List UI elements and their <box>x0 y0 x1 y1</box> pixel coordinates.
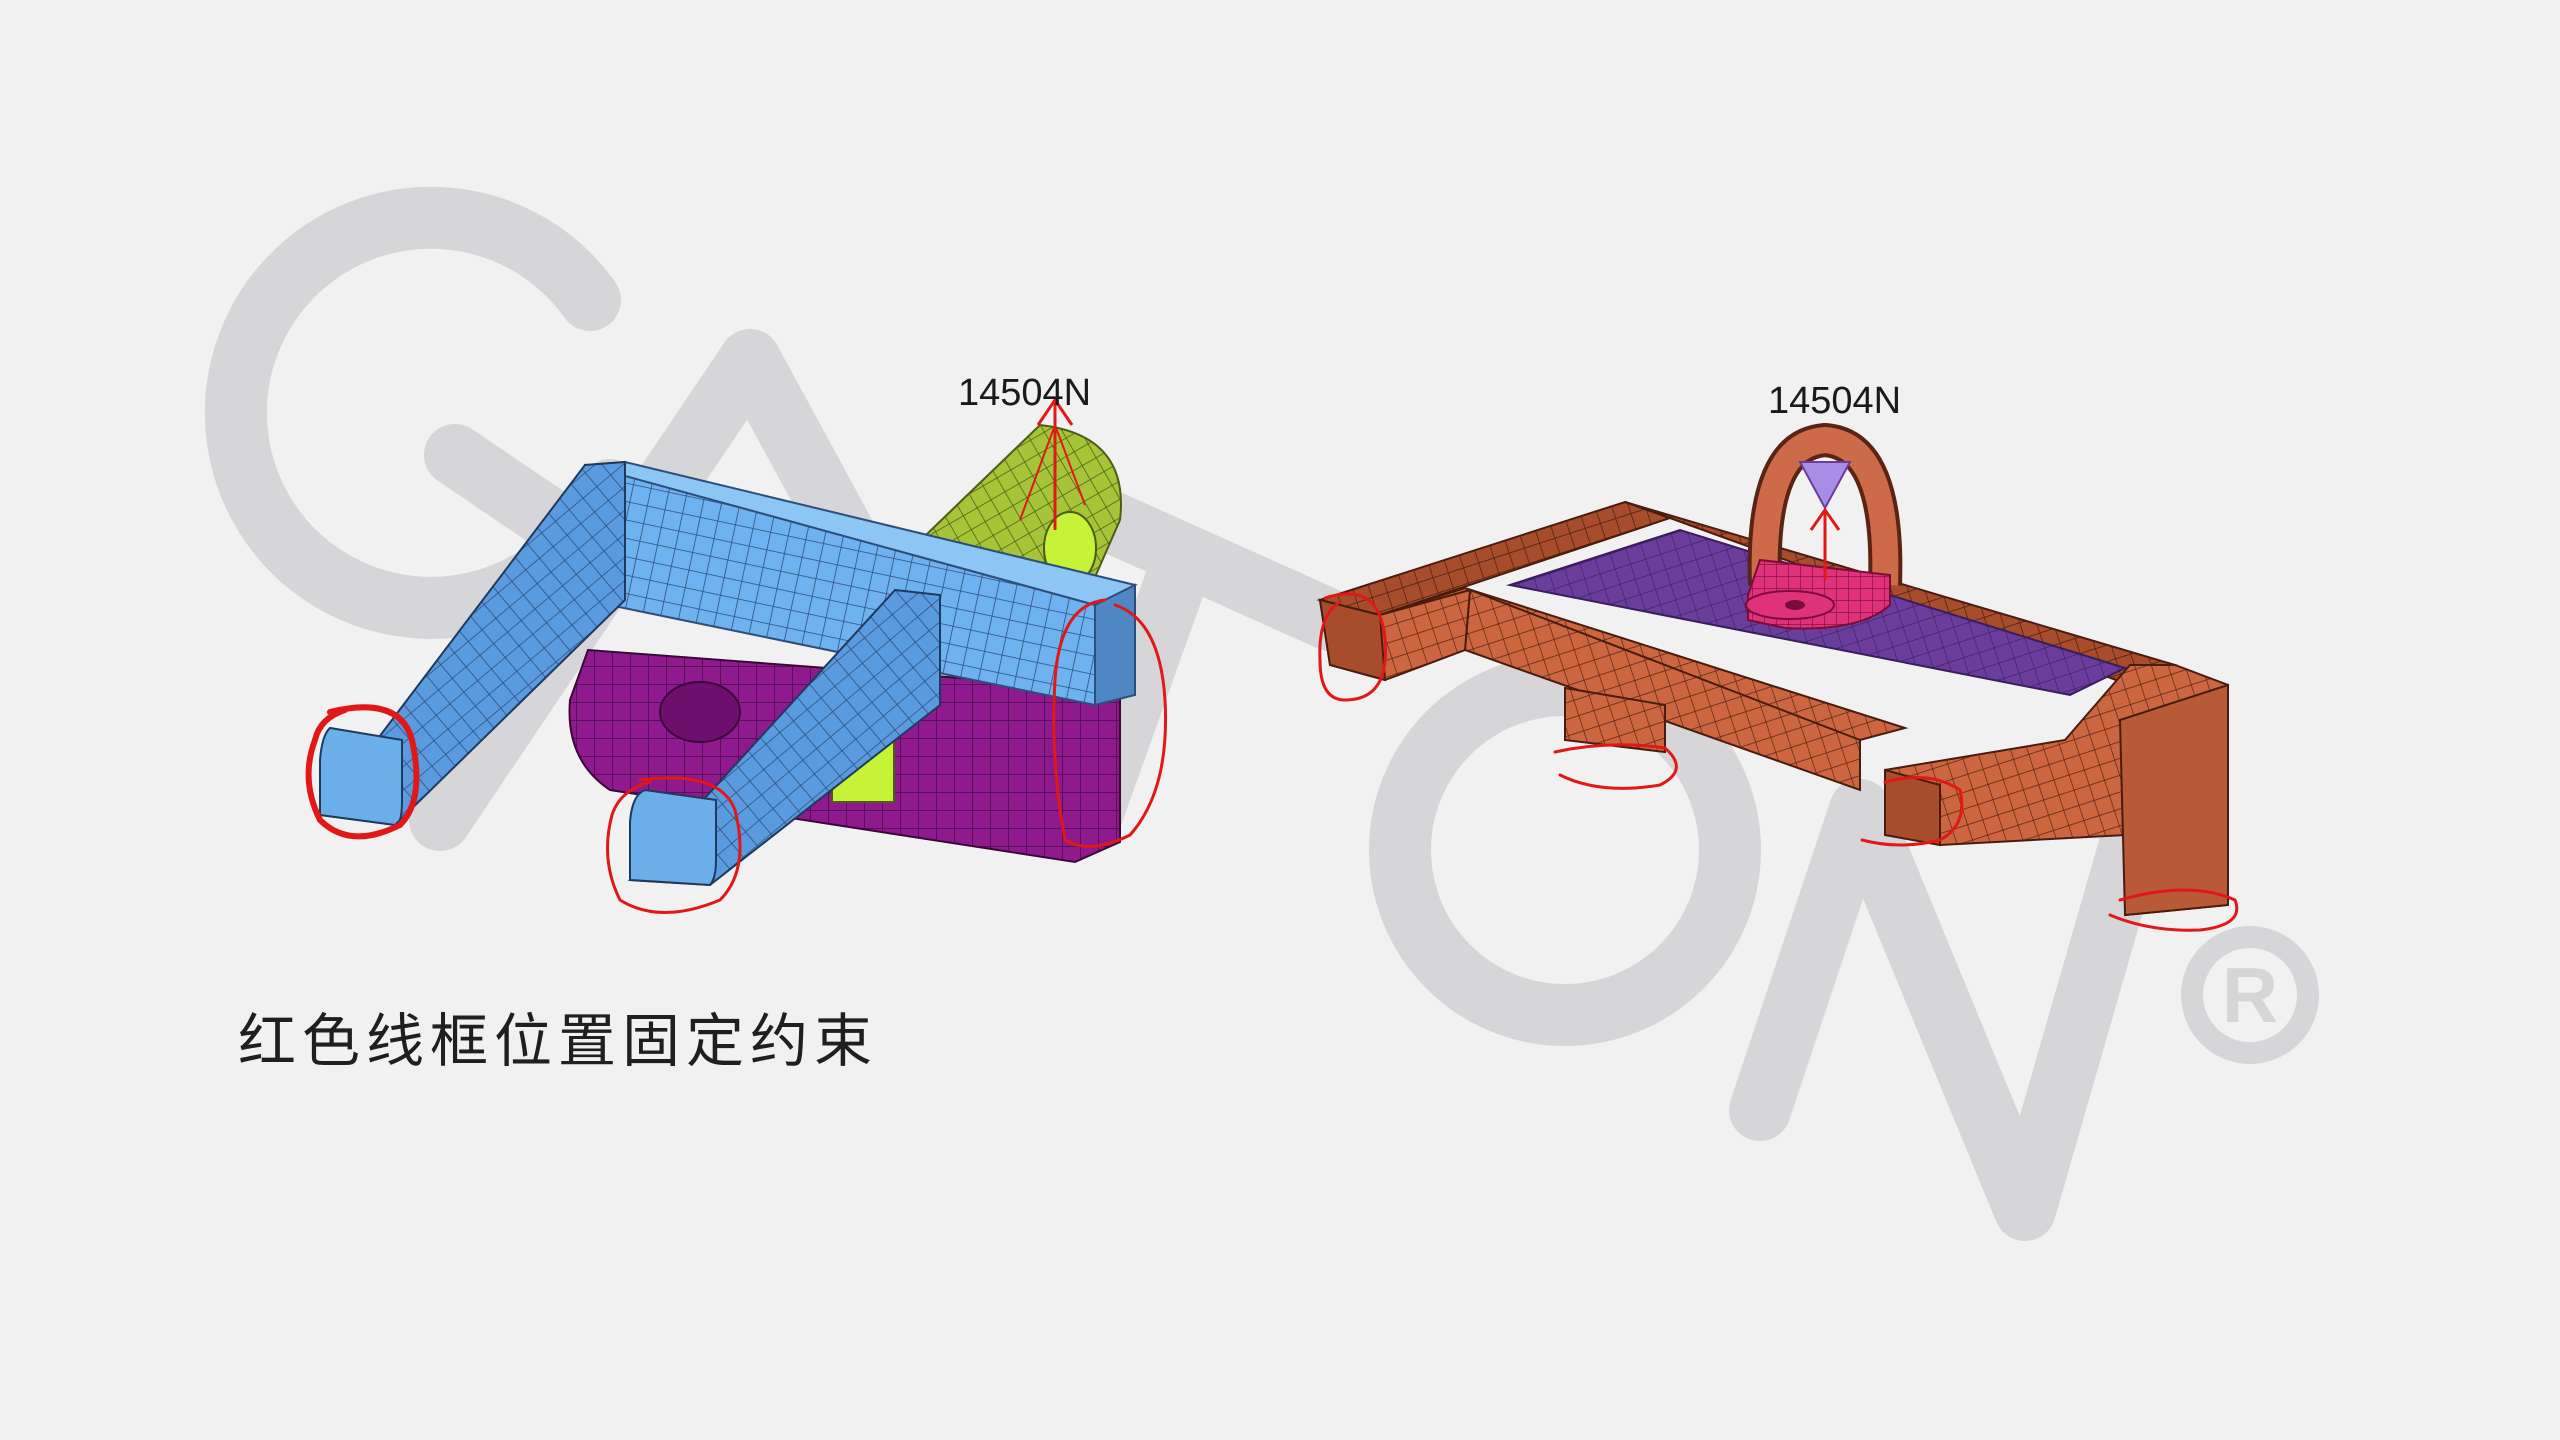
left-tube <box>318 460 626 827</box>
constraint-marker <box>1052 598 1168 848</box>
svg-text:R: R <box>2222 951 2278 1039</box>
force-cone <box>1798 461 1852 511</box>
watermark-letter-n <box>1729 779 2171 1241</box>
force-label-right: 14504N <box>1768 380 1902 422</box>
assembly-2 <box>1316 422 2239 932</box>
caption: 红色线框位置固定约束 <box>238 1007 879 1075</box>
force-arrow <box>1809 507 1841 580</box>
constraint-marker <box>305 704 420 840</box>
watermark-registered-mark: R <box>2181 926 2319 1064</box>
pink-lug <box>1745 558 1891 630</box>
force-label-left: 14504N <box>958 372 1092 414</box>
constraint-marker <box>1860 776 1964 847</box>
constraint-markers <box>1318 592 2239 932</box>
assembly-1 <box>305 397 1168 914</box>
frame-middle-leg <box>1564 686 1666 754</box>
constraint-marker <box>1553 743 1678 790</box>
constraint-marker <box>606 776 742 914</box>
frame-right-end <box>1883 664 2229 917</box>
constraint-marker <box>2108 888 2239 932</box>
lifting-ring <box>1747 422 1903 586</box>
frame-left-end <box>1318 588 1472 682</box>
constraint-marker <box>1318 592 1387 702</box>
constraint-markers <box>305 598 1168 914</box>
force-arrow <box>1019 397 1086 530</box>
right-tube <box>627 588 941 887</box>
